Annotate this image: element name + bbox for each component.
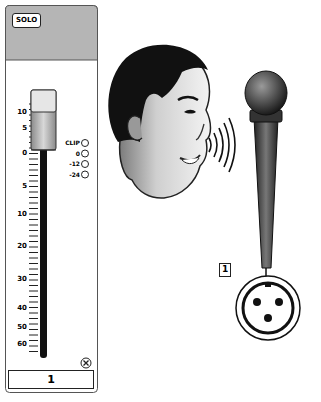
- scale-tick: [29, 241, 38, 242]
- scale-tick: [29, 296, 38, 297]
- scale-tick: [29, 313, 38, 314]
- xlr-connector: [236, 276, 300, 340]
- scale-tick: [29, 307, 38, 308]
- scale-number: 0: [22, 150, 27, 157]
- solo-button: SOLO: [12, 13, 41, 28]
- callout-number: 1: [219, 263, 231, 277]
- scale-tick: [29, 164, 38, 165]
- scale-tick: [29, 346, 38, 347]
- scale-tick: [29, 153, 38, 154]
- led-label: -24: [69, 172, 80, 178]
- led-label: CLIP: [65, 140, 80, 146]
- scale-tick: [29, 181, 38, 182]
- scale-tick: [29, 302, 38, 303]
- scale-tick: [29, 252, 38, 253]
- scale-tick: [29, 258, 38, 259]
- scale-tick: [29, 159, 38, 160]
- scale-tick: [29, 269, 38, 270]
- scale-tick: [29, 285, 38, 286]
- scale-number: 10: [17, 109, 27, 116]
- channel-number-box: 1: [8, 370, 94, 389]
- scale-tick: [29, 236, 38, 237]
- scale-tick: [29, 208, 38, 209]
- scale-number: 5: [22, 125, 27, 132]
- led-label: -12: [69, 161, 80, 167]
- channel-strip: [6, 6, 98, 393]
- scale-number: 60: [17, 341, 27, 348]
- scale-tick: [29, 230, 38, 231]
- scale-tick: [29, 318, 38, 319]
- scale-number: 50: [17, 324, 27, 331]
- solo-button-text: SOLO: [16, 17, 37, 24]
- scale-tick: [29, 170, 38, 171]
- scale-number: 20: [17, 243, 27, 250]
- microphone: [245, 71, 287, 276]
- scale-number: 30: [17, 276, 27, 283]
- scale-tick: [29, 263, 38, 264]
- scale-tick: [29, 175, 38, 176]
- led-label: 0: [76, 151, 80, 157]
- scale-tick: [29, 186, 38, 187]
- callout-number-text: 1: [222, 265, 228, 275]
- scale-tick: [29, 274, 38, 275]
- scale-tick: [29, 197, 38, 198]
- scale-tick: [29, 324, 38, 325]
- scale-tick: [29, 203, 38, 204]
- scale-tick: [29, 291, 38, 292]
- sound-waves: [209, 118, 235, 172]
- scale-tick: [29, 225, 38, 226]
- singer-head: [108, 45, 210, 198]
- scale-tick: [29, 214, 38, 215]
- scale-tick: [29, 335, 38, 336]
- scale-number: 5: [22, 183, 27, 190]
- scale-tick: [29, 351, 38, 352]
- scale-tick: [29, 340, 38, 341]
- channel-number-box-text: 1: [9, 373, 93, 386]
- scale-tick: [29, 329, 38, 330]
- scale-tick: [29, 192, 38, 193]
- scale-tick: [29, 219, 38, 220]
- scale-number: 10: [17, 211, 27, 218]
- scale-tick: [29, 247, 38, 248]
- scale-number: 40: [17, 305, 27, 312]
- scale-tick: [29, 280, 38, 281]
